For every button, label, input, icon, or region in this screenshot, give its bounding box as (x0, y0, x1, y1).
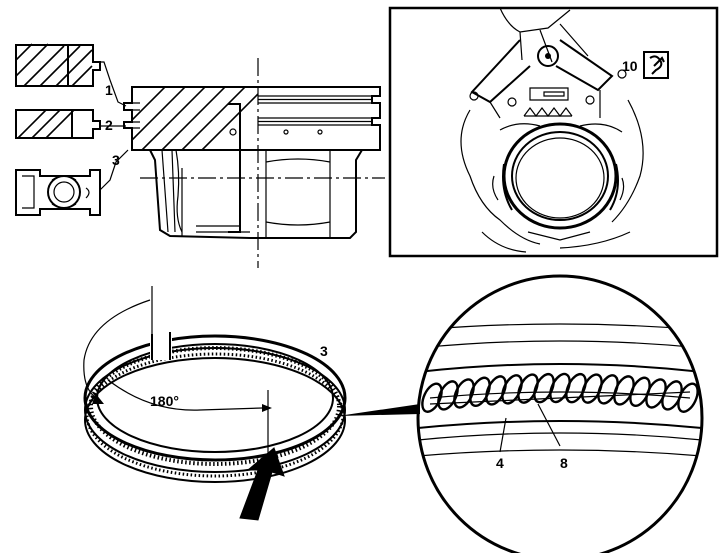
ring-2-profile (15, 109, 101, 139)
ring-installer-panel: 10 (388, 6, 719, 258)
spring-coil (629, 376, 651, 407)
expander-spring (421, 372, 699, 413)
label-ring-2: 2 (105, 117, 113, 133)
ring-3-profile (15, 169, 101, 216)
leader-ring-3 (99, 149, 129, 191)
label-ring-3: 3 (112, 152, 120, 168)
label-tool-10: 10 (622, 58, 638, 74)
ring-cross-sections: 1 2 3 (15, 43, 129, 216)
label-ring-1: 1 (105, 82, 113, 98)
piston-drawing (123, 58, 385, 268)
label-spring-8: 8 (560, 455, 568, 471)
spring-coil (597, 374, 619, 405)
label-ring-3-detail: 3 (320, 343, 328, 359)
label-expander-4: 4 (496, 455, 504, 471)
spring-coil (549, 372, 571, 404)
spring-coil (613, 375, 635, 406)
spring-coil (581, 373, 603, 404)
leader-ring-1 (93, 61, 127, 107)
label-180-deg: 180° (150, 393, 179, 409)
spring-coil (677, 382, 699, 413)
special-tool-icon (643, 51, 669, 79)
tool-10-drawing (469, 39, 627, 119)
oil-ring-assembly: 180° 3 (83, 286, 420, 521)
insert-direction-arrow (239, 447, 285, 521)
ring-1-profile (15, 43, 101, 87)
spring-coil (565, 372, 587, 404)
magnified-detail: 4 8 (416, 274, 704, 558)
